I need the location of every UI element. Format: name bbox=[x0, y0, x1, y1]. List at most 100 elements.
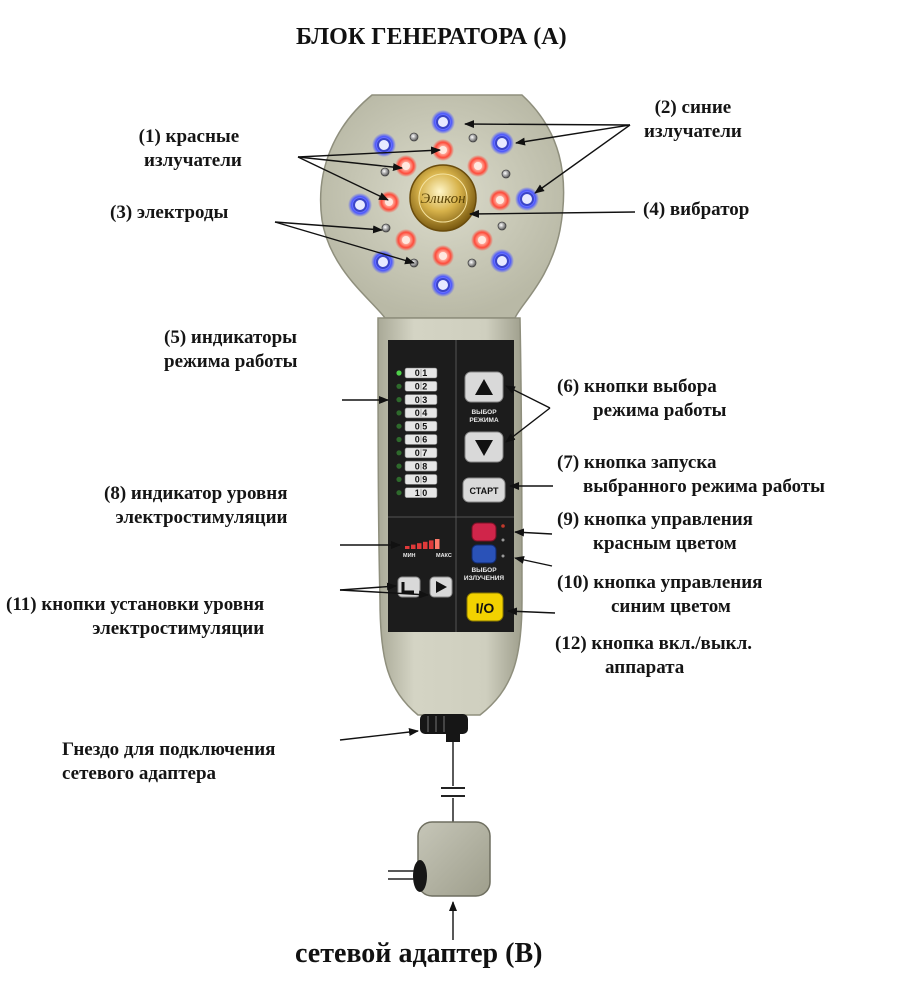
mode-down-button[interactable] bbox=[464, 431, 504, 463]
stim-level-indicator bbox=[405, 539, 440, 549]
label-power-button-line1: (12) кнопка вкл./выкл. bbox=[555, 633, 753, 654]
blue-button-led bbox=[501, 554, 505, 558]
red-emitter bbox=[378, 191, 400, 213]
blue-emitter bbox=[490, 249, 514, 273]
mode-row: 0 8 bbox=[396, 460, 438, 472]
red-emitter bbox=[395, 229, 417, 251]
callout-arrows bbox=[274, 120, 636, 940]
stim-max-label: МАКС bbox=[436, 553, 452, 559]
electrode bbox=[409, 132, 419, 142]
mode-row: 0 9 bbox=[396, 474, 438, 485]
stim-up-button[interactable] bbox=[429, 576, 453, 598]
electrode bbox=[501, 169, 511, 179]
mode-row: 0 4 bbox=[396, 407, 438, 419]
mode-number: 0 6 bbox=[415, 435, 428, 445]
mode-row: 0 6 bbox=[396, 434, 438, 445]
stim-min-label: МИН bbox=[403, 553, 416, 559]
label-mode-buttons-line1: (6) кнопки выбора bbox=[557, 376, 717, 397]
stim-level-segment bbox=[423, 541, 428, 549]
red-emitter bbox=[489, 189, 511, 211]
stim-down-button[interactable] bbox=[397, 576, 421, 598]
red-emission-button[interactable] bbox=[471, 522, 497, 542]
page-title: БЛОК ГЕНЕРАТОРА (А) bbox=[296, 24, 567, 50]
label-socket-line1: Гнездо для подключения bbox=[62, 739, 276, 760]
stim-level-segment bbox=[435, 539, 440, 549]
red-emitter bbox=[432, 245, 454, 267]
arrow-up-icon bbox=[475, 379, 493, 395]
stim-level-segment bbox=[417, 543, 422, 549]
label-blue-button-line1: (10) кнопка управления bbox=[557, 572, 763, 593]
mode-led bbox=[396, 436, 402, 443]
adapter-title: сетевой адаптер (В) bbox=[295, 938, 543, 969]
power-icon: I/O bbox=[476, 600, 495, 616]
mode-led bbox=[396, 450, 402, 456]
mode-number: 0 2 bbox=[415, 382, 428, 392]
mode-led bbox=[396, 490, 402, 496]
label-stim-buttons: (11) кнопки установки уровня электростим… bbox=[6, 593, 264, 641]
stim-level-segment bbox=[429, 540, 434, 549]
mode-led bbox=[396, 397, 402, 403]
blue-emitter bbox=[431, 110, 455, 134]
label-red-emitters: (1) красные излучатели bbox=[136, 125, 242, 173]
label-blue-button: (10) кнопка управления синим цветом bbox=[557, 571, 762, 619]
mode-label-line1: ВЫБОР bbox=[471, 409, 497, 416]
label-mode-indicators-line2: режима работы bbox=[164, 351, 298, 372]
blue-emission-button[interactable] bbox=[471, 544, 497, 564]
label-mode-buttons-line2: режима работы bbox=[593, 400, 727, 421]
label-blue-button-line2: синим цветом bbox=[611, 596, 731, 617]
start-button[interactable]: СТАРТ bbox=[462, 477, 506, 503]
label-red-emitters-line2: излучатели bbox=[144, 150, 242, 171]
label-stim-buttons-line2: электростимуляции bbox=[92, 618, 265, 639]
label-start-button-line1: (7) кнопка запуска bbox=[557, 452, 717, 473]
mode-led bbox=[396, 410, 402, 416]
label-mode-buttons: (6) кнопки выбора режима работы bbox=[557, 375, 727, 423]
red-button-led bbox=[501, 524, 505, 528]
electrode bbox=[381, 223, 391, 233]
vibrator-logo-text: Эликон bbox=[420, 191, 465, 207]
label-stim-buttons-line1: (11) кнопки установки уровня bbox=[6, 594, 265, 615]
mode-number: 0 7 bbox=[415, 448, 428, 458]
mode-led bbox=[396, 383, 402, 389]
electrode bbox=[380, 167, 390, 177]
mode-led bbox=[396, 370, 402, 376]
blue-button-led-top bbox=[501, 538, 505, 542]
mode-number: 1 0 bbox=[415, 488, 428, 498]
adapter-cable bbox=[441, 742, 465, 822]
label-start-button: (7) кнопка запуска выбранного режима раб… bbox=[557, 451, 825, 499]
arrow-down-icon bbox=[475, 440, 493, 456]
label-blue-emitters-line2: излучатели bbox=[644, 121, 742, 142]
electrode bbox=[468, 133, 478, 143]
mode-number: 0 9 bbox=[415, 475, 428, 485]
electrode bbox=[497, 221, 507, 231]
label-stim-indicator-line1: (8) индикатор уровня bbox=[104, 483, 288, 504]
label-mode-indicators-line1: (5) индикаторы bbox=[164, 327, 298, 348]
power-button[interactable]: I/O bbox=[466, 592, 504, 622]
label-red-button-line2: красным цветом bbox=[593, 533, 737, 554]
label-power-button-line2: аппарата bbox=[605, 657, 685, 678]
mode-row: 0 3 bbox=[396, 394, 438, 405]
label-red-button-line1: (9) кнопка управления bbox=[557, 509, 753, 530]
mode-led bbox=[396, 423, 402, 429]
label-start-button-line2: выбранного режима работы bbox=[583, 476, 825, 497]
label-red-emitters-line1: (1) красные bbox=[138, 126, 240, 147]
red-emitter bbox=[432, 139, 454, 161]
vibrator: Эликон bbox=[409, 164, 477, 232]
mode-number: 0 1 bbox=[415, 368, 428, 378]
emitters-group bbox=[348, 110, 539, 297]
red-emitter bbox=[471, 229, 493, 251]
label-socket-line2: сетевого адаптера bbox=[62, 763, 217, 784]
mode-row: 1 0 bbox=[396, 487, 438, 499]
blue-emitter bbox=[371, 250, 395, 274]
stim-down-icon bbox=[401, 582, 414, 594]
blue-emitter bbox=[372, 133, 396, 157]
red-emitter bbox=[395, 155, 417, 177]
mode-indicators: 0 10 20 30 40 50 60 70 80 91 0 bbox=[396, 367, 438, 499]
label-electrodes: (3) электроды bbox=[110, 202, 229, 223]
mode-up-button[interactable] bbox=[464, 371, 504, 403]
mode-number: 0 4 bbox=[415, 408, 428, 418]
mode-led bbox=[396, 463, 402, 469]
emission-label-line2: ИЗЛУЧЕНИЯ bbox=[464, 575, 504, 582]
label-socket: Гнездо для подключения сетевого адаптера bbox=[62, 738, 275, 786]
red-emitter bbox=[467, 155, 489, 177]
